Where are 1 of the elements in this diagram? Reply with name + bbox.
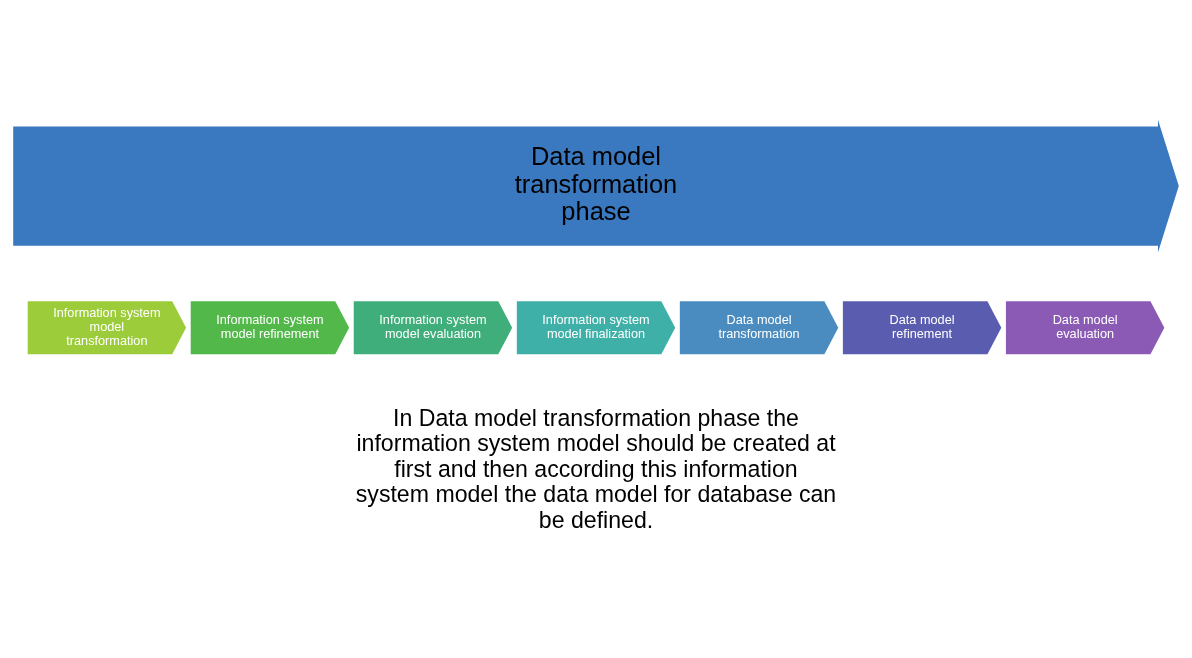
label: In Data model transformation phase the information system model should be created at first and then according this information system model the data model for database can be defined. bbox=[355, 404, 837, 533]
